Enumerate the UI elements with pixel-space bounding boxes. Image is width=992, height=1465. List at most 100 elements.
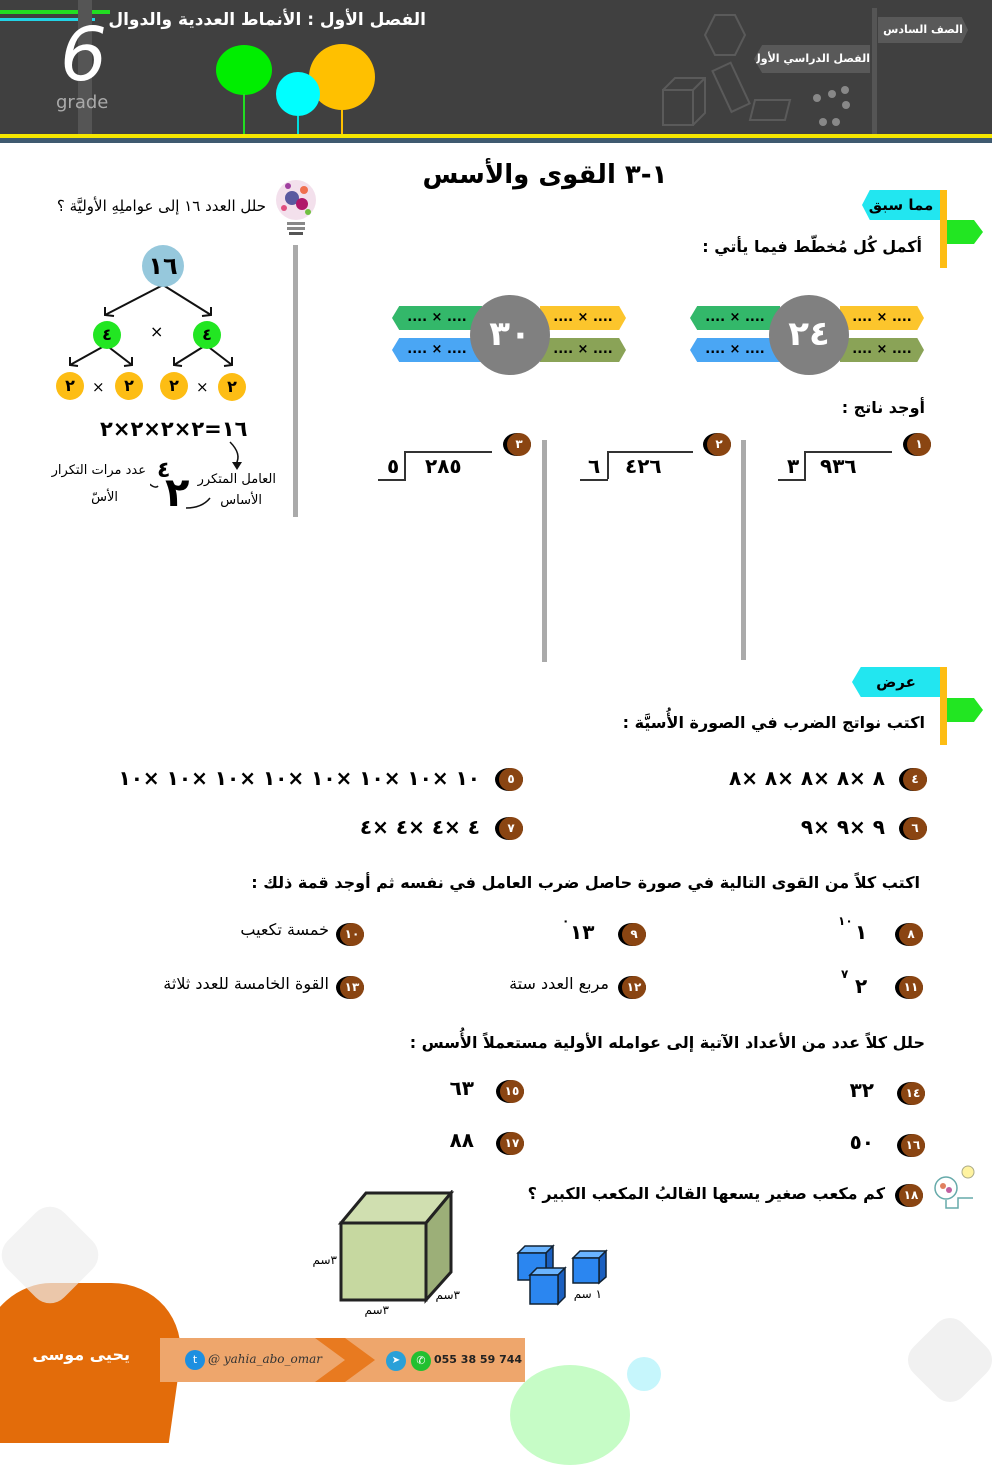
dividend: ٤٢٦ [625, 454, 662, 478]
answer-band[interactable]: .... × .... [392, 306, 482, 330]
base-label: العامل المتكرر [197, 472, 276, 487]
power-exponent: ٤ [157, 458, 171, 483]
dividend: ٢٨٥ [425, 454, 462, 478]
answer-band[interactable]: .... × .... [840, 306, 924, 330]
expression: ٩ ×٩ ×٩ [800, 815, 885, 839]
decor-shape [900, 1310, 992, 1410]
problem-badge: ١٧ [496, 1132, 524, 1155]
twitter-icon[interactable]: t [185, 1350, 205, 1370]
tree-leaf: ٢ [218, 373, 246, 401]
division-bar [806, 451, 892, 453]
problem-badge: ١١ [895, 976, 923, 999]
review-tag: مما سبق [862, 190, 940, 220]
sidebar-question: حلل العدد ١٦ إلى عواملِهِ الأوليَّة ؟ [56, 197, 266, 215]
diagram-number: ٢٤ [769, 295, 849, 375]
cube-question: كم مكعب صغير يسعها القالبُ المكعب الكبير… [527, 1184, 885, 1203]
division-bracket [607, 451, 609, 479]
division-bracket [404, 451, 406, 479]
answer-band[interactable]: .... × .... [392, 338, 482, 362]
base-label-2: الأساس [220, 493, 262, 508]
balloon-string [297, 116, 299, 134]
twitter-handle[interactable]: @ yahia_abo_omar [208, 1352, 323, 1366]
decor-circle [627, 1357, 661, 1391]
tag-pole [940, 190, 947, 268]
problem-badge: ٤ [899, 768, 927, 791]
problem-badge: ٣ [503, 433, 531, 456]
header-divider [872, 8, 877, 136]
power-base: ١ [855, 920, 868, 944]
telegram-icon[interactable]: ➤ [386, 1351, 406, 1371]
dimension-label: ١ سم [573, 1287, 602, 1301]
chapter-title: الفصل الأول : الأنماط العددية والدوال [108, 10, 426, 30]
problem-badge: ٥ [495, 768, 523, 791]
phone-number[interactable]: 055 38 59 744 [434, 1353, 523, 1366]
division-bar [406, 451, 492, 453]
dimension-label: ٣سم [435, 1288, 461, 1302]
power-exponent: ١٠ [838, 914, 853, 928]
column-divider [741, 440, 746, 660]
whatsapp-icon[interactable]: ✆ [411, 1351, 431, 1371]
answer-band[interactable]: .... × .... [690, 306, 780, 330]
power-base: ١٣ [570, 920, 595, 944]
expression: ١٠ ×١٠ ×١٠ ×١٠ ×١٠ ×١٠ ×١٠ ×١٠ [118, 766, 480, 790]
arrows [150, 441, 242, 509]
tree-leaf: ٢ [160, 372, 188, 400]
class-label: الصف السادس [878, 17, 968, 43]
small-cubes [516, 1244, 608, 1306]
lesson-title: ١-٣ القوى والأسس [422, 160, 668, 190]
tree-leaf: ٢ [56, 372, 84, 400]
grade-number: 6 [60, 12, 108, 98]
problem-badge: ١٠ [336, 923, 364, 946]
answer-band[interactable]: .... × .... [540, 306, 626, 330]
times-sign: × [92, 378, 105, 396]
instruction-prime-factorization: حلل كلاً عدد من الأعداد الآتية إلى عوامل… [409, 1033, 925, 1052]
term-label: الفصل الدراسي الأول [754, 45, 870, 73]
answer-band[interactable]: .... × .... [540, 338, 626, 362]
lesson-tag: عرض الدرس [852, 667, 940, 697]
division-bar [609, 451, 693, 453]
tree-node: ٤ [93, 321, 121, 349]
power-exponent: ٧ [841, 967, 849, 981]
geometry-shapes-icon [662, 14, 850, 126]
sidebar-divider [293, 245, 298, 517]
division-line [580, 479, 608, 481]
grade-bar [78, 0, 92, 140]
green-flag [947, 220, 983, 244]
tree-leaf: ٢ [115, 372, 143, 400]
green-stripe [0, 10, 110, 14]
word-problem: القوة الخامسة للعدد ثلاثة [163, 974, 329, 993]
power-exponent: ٠ [562, 914, 570, 928]
problem-badge: ١٥ [496, 1080, 524, 1103]
number-value: ٨٨ [449, 1128, 474, 1152]
column-divider [542, 440, 547, 662]
word-problem: خمسة تكعيب [240, 920, 329, 939]
problem-badge: ٧ [495, 817, 523, 840]
division-line [378, 479, 406, 481]
expression: ٤ ×٤ ×٤ ×٤ [359, 815, 480, 839]
answer-band[interactable]: .... × .... [690, 338, 780, 362]
answer-band[interactable]: .... × .... [840, 338, 924, 362]
review-instruction: أكمل كُل مُخطّط فيما يأتي : [702, 237, 922, 256]
times-sign: × [196, 378, 209, 396]
find-label: أوجد ناتج : [841, 398, 925, 417]
lightbulb-icon [276, 180, 316, 235]
factor-tree-arrows [69, 284, 233, 367]
dimension-label: ٣سم [312, 1253, 338, 1267]
power-base: ٢ [165, 470, 190, 516]
problem-badge: ١٦ [897, 1134, 925, 1157]
divisor: ٣ [787, 454, 800, 478]
exponent-label: عدد مرات التكرار [51, 463, 146, 478]
problem-badge: ١٣ [336, 976, 364, 999]
green-flag [947, 698, 983, 722]
problem-badge: ١٨ [895, 1184, 923, 1207]
balloon-string [243, 94, 245, 134]
decor-circle [510, 1365, 630, 1465]
factor-equation: ١٦=٢×٢×٢×٢ [100, 417, 248, 441]
instruction-expand-powers: اكتب كلاً من القوى التالية في صورة حاصل … [251, 873, 920, 892]
tree-node: ٤ [193, 321, 221, 349]
division-bracket [804, 451, 806, 479]
header-blue-line [0, 138, 992, 143]
problem-badge: ٦ [899, 817, 927, 840]
problem-badge: ٢ [703, 433, 731, 456]
diagram-number: ٣٠ [470, 295, 550, 375]
